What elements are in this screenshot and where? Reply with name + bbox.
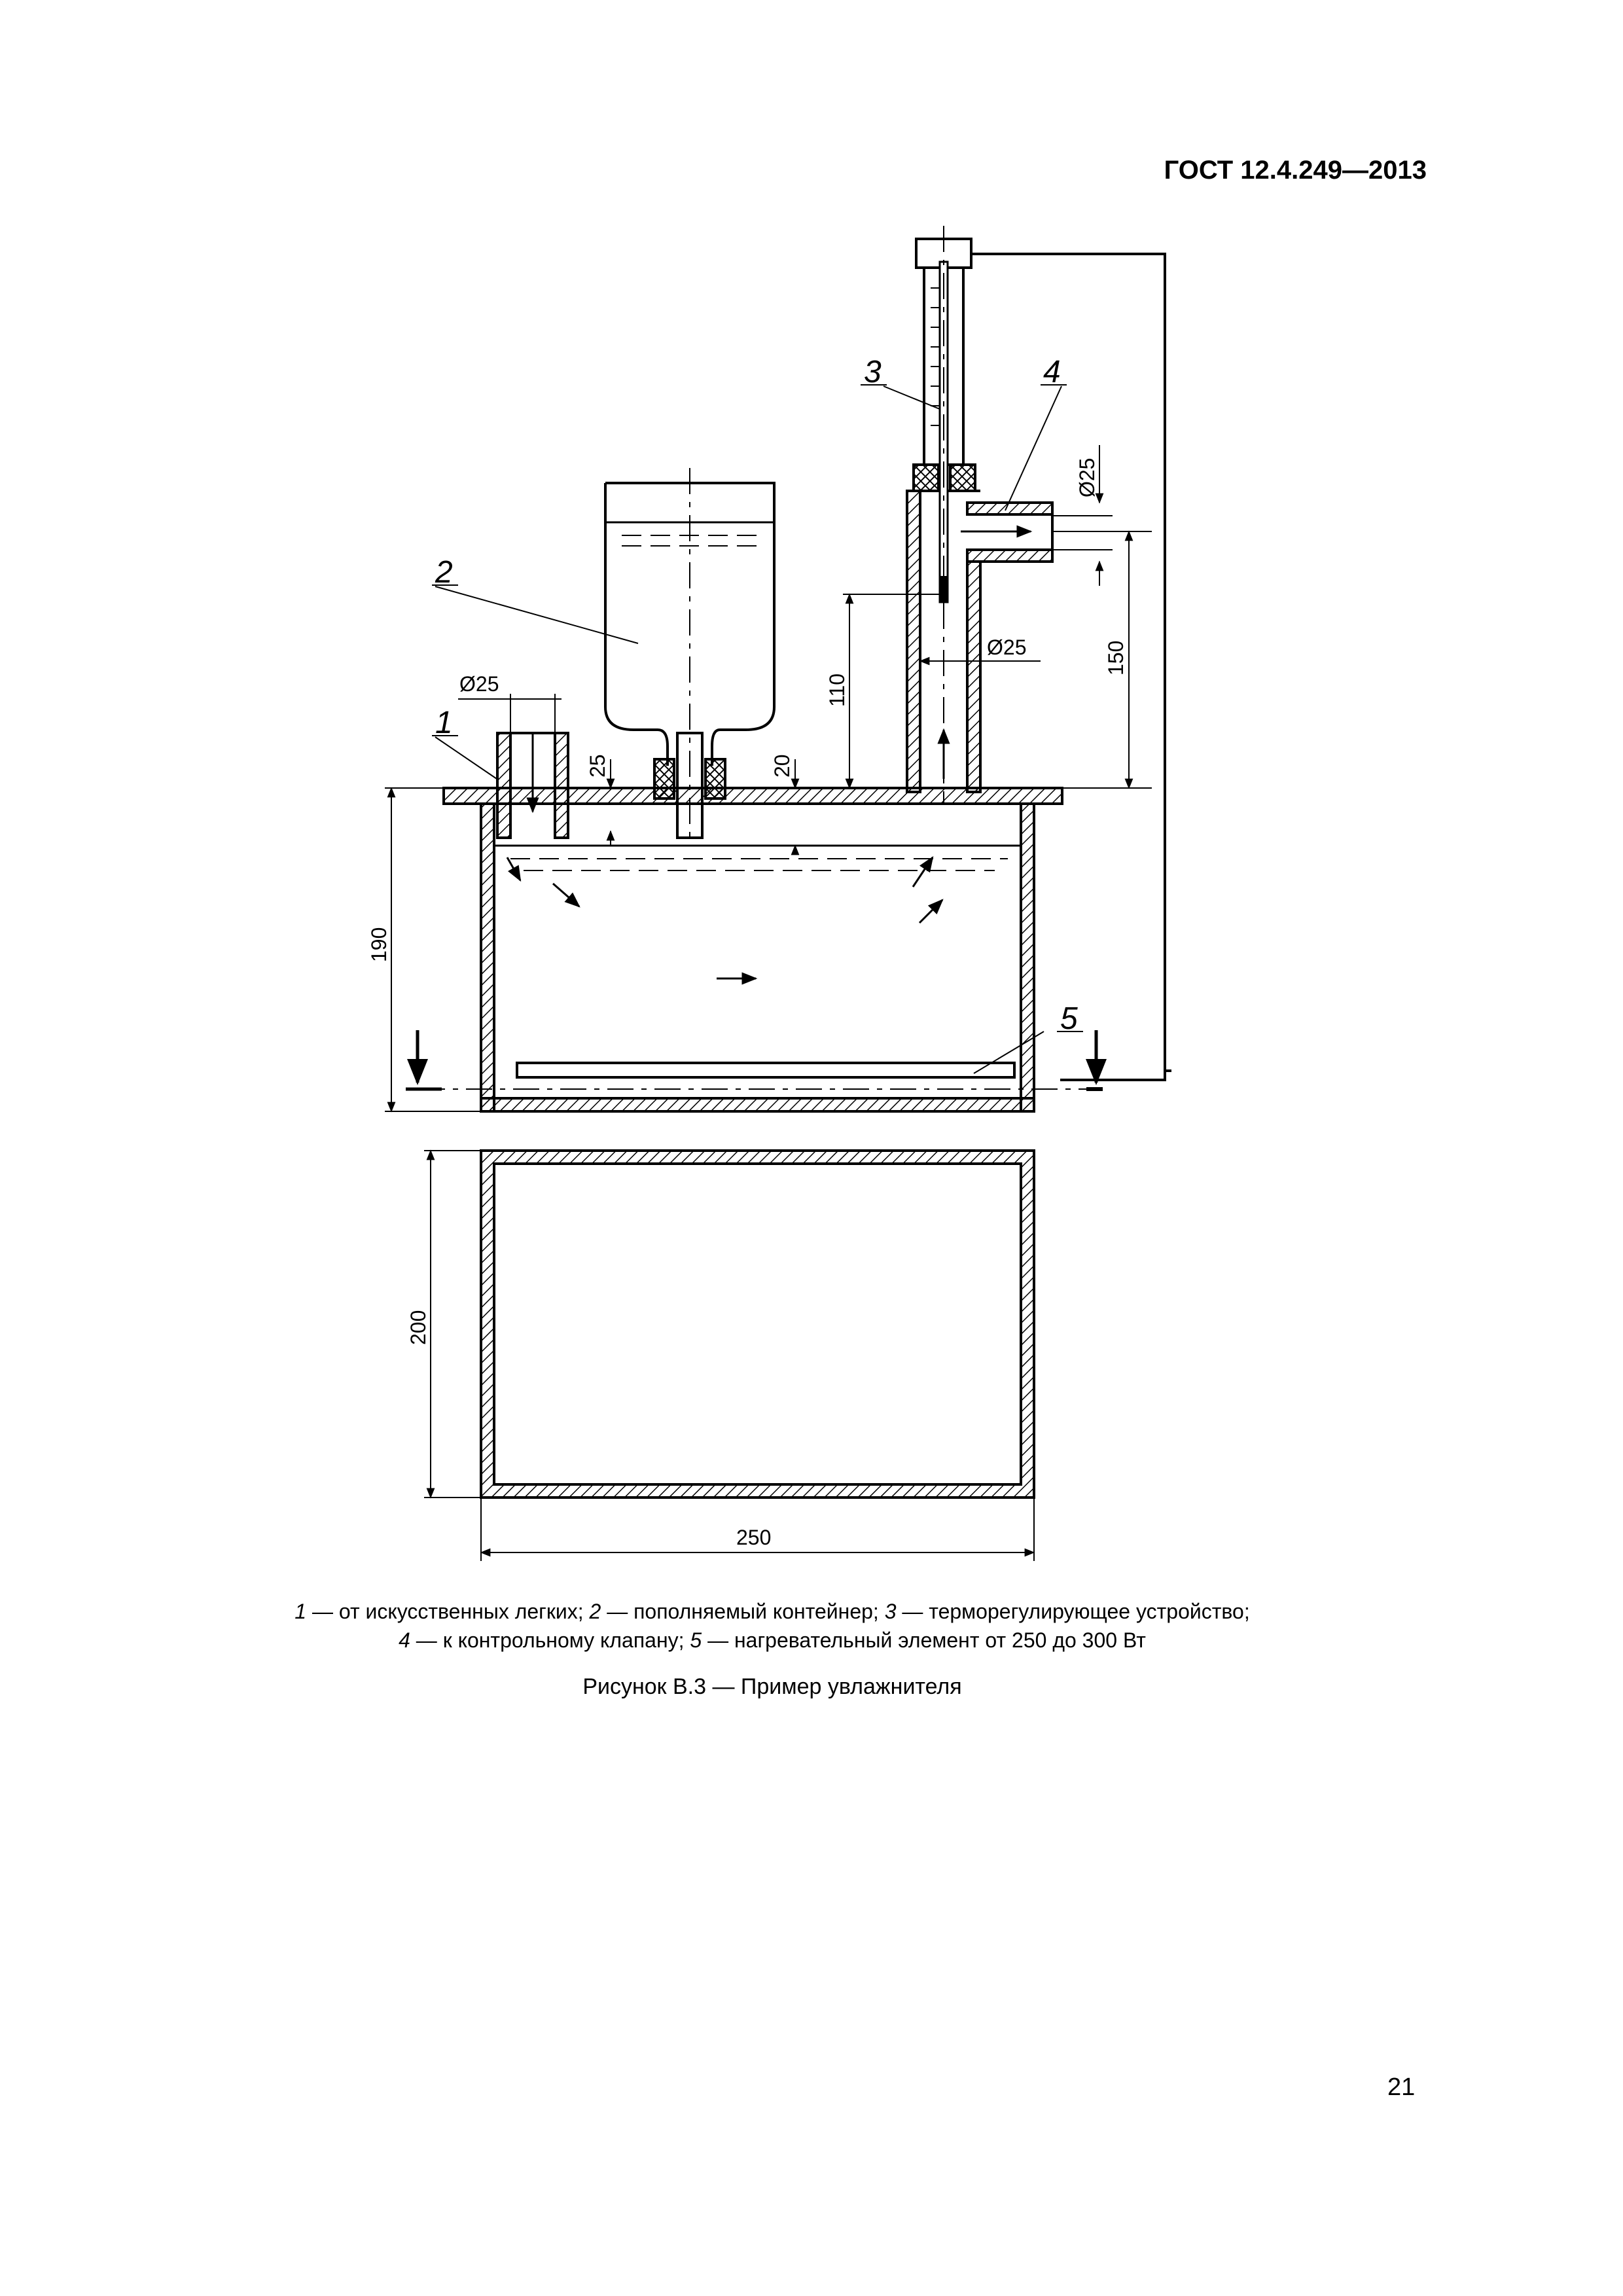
legend-num-4: 4 — [399, 1628, 410, 1652]
dim-outlet-diameter: Ø25 — [1075, 458, 1099, 497]
inlet-pipe — [496, 732, 569, 839]
dim-tube-height: 110 — [825, 673, 849, 707]
flow-arrows — [506, 856, 944, 985]
callout-4: 4 — [1043, 355, 1061, 389]
page-number: 21 — [1387, 2073, 1416, 2101]
legend-text-3: — терморегулирующее устройство; — [896, 1600, 1250, 1623]
section-markers — [406, 1030, 1107, 1091]
legend-text-2: — пополняемый контейнер; — [601, 1600, 885, 1623]
dimension-lines — [385, 386, 1152, 1561]
dim-bottle-height: 20 — [770, 754, 794, 778]
callout-2: 2 — [435, 555, 453, 590]
plan-view — [480, 1149, 1035, 1499]
humidifier-drawing: Ø25 Ø25 Ø25 25 20 110 150 190 200 250 1 … — [367, 226, 1171, 1561]
dim-plan-width: 250 — [736, 1526, 771, 1549]
legend-num-1: 1 — [294, 1600, 307, 1623]
callout-5: 5 — [1060, 1001, 1078, 1036]
refill-bottle — [604, 468, 776, 844]
callout-1: 1 — [435, 706, 453, 740]
dim-tube-diameter: Ø25 — [987, 636, 1026, 659]
outlet-column — [906, 226, 1054, 805]
dim-plan-depth: 200 — [406, 1310, 430, 1345]
legend-num-2: 2 — [589, 1600, 601, 1623]
dim-inlet-diameter: Ø25 — [459, 672, 499, 696]
dim-tank-height: 190 — [367, 927, 391, 962]
figure-legend: 1 — от искусственных легких; 2 — пополня… — [0, 1597, 1544, 1655]
heating-element — [516, 1062, 1171, 1091]
legend-num-3: 3 — [884, 1600, 897, 1623]
legend-text-4: — к контрольному клапану; — [410, 1628, 690, 1652]
legend-text-1: — от искусственных легких; — [306, 1600, 590, 1623]
tank-section — [419, 787, 1099, 1113]
dim-inlet-depth: 25 — [586, 754, 609, 778]
legend-text-5: — нагревательный элемент от 250 до 300 В… — [702, 1628, 1146, 1652]
callout-3: 3 — [864, 355, 882, 389]
legend-num-5: 5 — [690, 1628, 702, 1652]
document-header: ГОСТ 12.4.249—2013 — [1164, 156, 1427, 185]
control-wire — [971, 253, 1166, 1071]
legend-line-2: 4 — к контрольному клапану; 5 — нагреват… — [0, 1626, 1544, 1655]
figure-caption: Рисунок В.3 — Пример увлажнителя — [582, 1674, 962, 1699]
legend-line-1: 1 — от искусственных легких; 2 — пополня… — [0, 1597, 1544, 1626]
dim-outlet-height: 150 — [1104, 641, 1128, 675]
